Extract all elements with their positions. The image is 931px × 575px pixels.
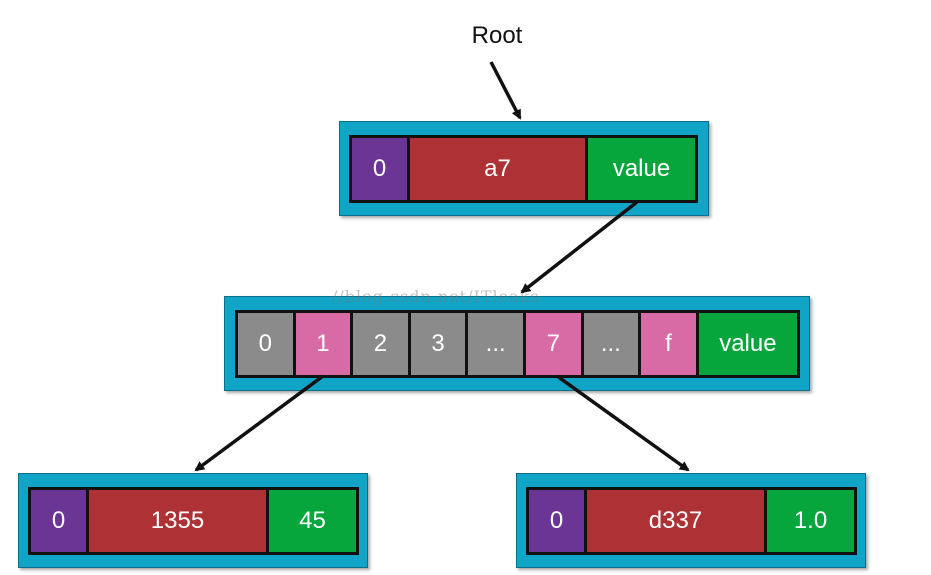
top-to-branch-arrow: [520, 200, 639, 294]
branch-cell-1: 1: [295, 313, 354, 375]
top-node-cells: 0 a7 value: [349, 135, 698, 203]
branch-to-left-leaf-arrow: [194, 374, 325, 472]
branch-node: 0 1 2 3 ... 7 ... f value: [224, 296, 810, 391]
left-leaf-index-cell: 0: [31, 490, 89, 552]
right-leaf-cells: 0 d337 1.0: [526, 487, 857, 555]
top-node: 0 a7 value: [339, 121, 709, 216]
right-leaf-node: 0 d337 1.0: [516, 473, 866, 568]
left-leaf-key-cell: 1355: [89, 490, 269, 552]
left-leaf-value-cell: 45: [269, 490, 356, 552]
branch-to-right-leaf-arrow: [555, 374, 690, 472]
left-leaf-node: 0 1355 45: [18, 473, 368, 568]
branch-cell-7: 7: [525, 313, 584, 375]
root-arrow: [489, 61, 522, 120]
branch-cell-ellipsis-a: ...: [468, 313, 526, 375]
branch-cell-3: 3: [410, 313, 469, 375]
top-node-value-cell: value: [588, 138, 695, 200]
branch-cell-ellipsis-b: ...: [583, 313, 642, 375]
right-leaf-index-cell: 0: [529, 490, 587, 552]
root-label: Root: [471, 22, 523, 49]
branch-value-cell: value: [698, 313, 798, 375]
left-leaf-cells: 0 1355 45: [28, 487, 359, 555]
watermark: //blog.csdn.net/ITleaks: [332, 287, 540, 306]
branch-cell-f: f: [641, 313, 699, 375]
right-leaf-key-cell: d337: [587, 490, 767, 552]
right-leaf-value-cell: 1.0: [767, 490, 854, 552]
top-node-key-cell: a7: [410, 138, 588, 200]
branch-cell-0: 0: [238, 313, 296, 375]
branch-node-cells: 0 1 2 3 ... 7 ... f value: [235, 310, 800, 378]
branch-cell-2: 2: [353, 313, 411, 375]
top-node-index-cell: 0: [352, 138, 410, 200]
